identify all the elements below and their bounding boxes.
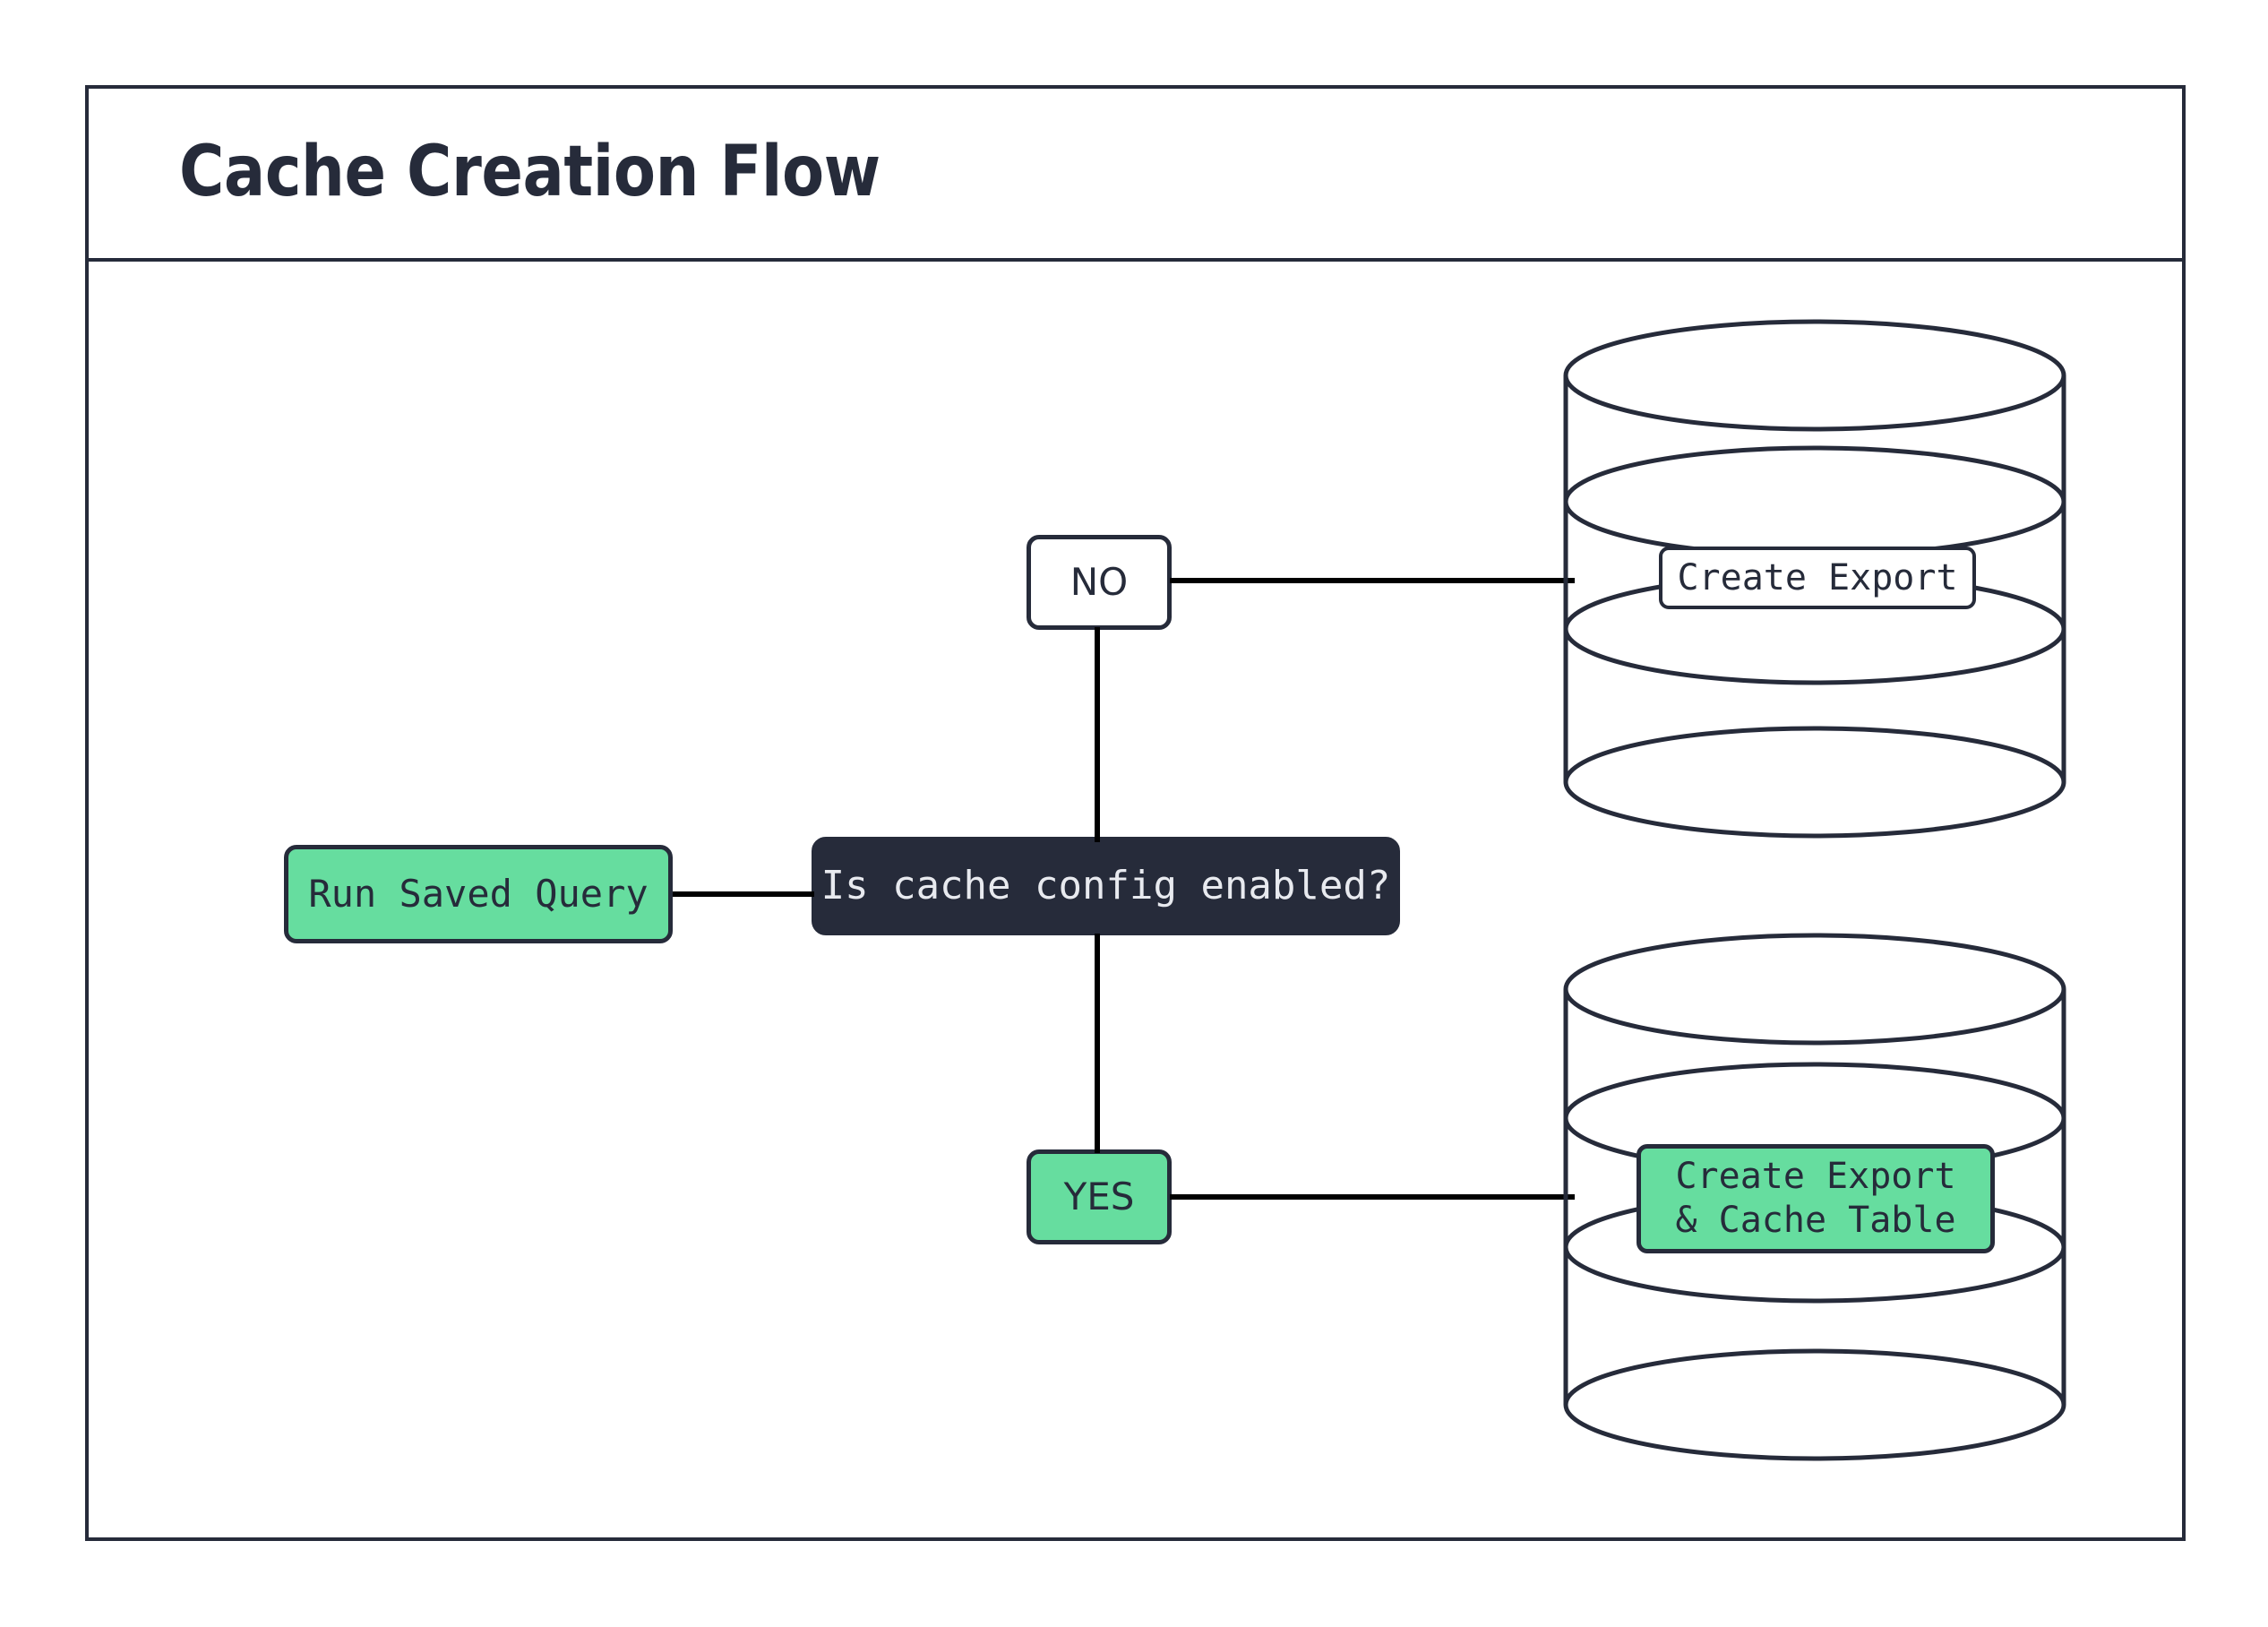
node-create-export[interactable]: Create Export bbox=[1659, 547, 1976, 609]
diagram-frame bbox=[85, 85, 2186, 1541]
edge-label-no[interactable]: NO bbox=[1027, 535, 1172, 630]
node-decision-label: Is cache config enabled? bbox=[820, 863, 1391, 909]
node-run-saved-query-label: Run Saved Query bbox=[308, 872, 649, 917]
page-title: Cache Creation Flow bbox=[179, 131, 881, 212]
diagram-header: Cache Creation Flow bbox=[85, 85, 2186, 262]
connector-decision-to-no bbox=[1095, 627, 1100, 842]
connector-decision-to-yes bbox=[1095, 934, 1100, 1153]
edge-label-yes-text: YES bbox=[1063, 1175, 1135, 1218]
node-create-export-label: Create Export bbox=[1677, 556, 1958, 598]
node-run-saved-query[interactable]: Run Saved Query bbox=[284, 845, 673, 943]
node-create-export-and-cache-table-label: Create Export & Cache Table bbox=[1675, 1156, 1956, 1241]
connector-no-to-database bbox=[1170, 578, 1575, 583]
edge-label-yes[interactable]: YES bbox=[1027, 1149, 1172, 1244]
connector-query-to-decision bbox=[673, 891, 814, 897]
node-create-export-and-cache-table[interactable]: Create Export & Cache Table bbox=[1637, 1144, 1995, 1253]
connector-yes-to-database bbox=[1170, 1194, 1575, 1200]
edge-label-no-text: NO bbox=[1070, 560, 1129, 604]
node-is-cache-config-enabled[interactable]: Is cache config enabled? bbox=[812, 837, 1400, 935]
database-cylinder-create-export-cache bbox=[1562, 932, 2067, 1462]
database-icon bbox=[1563, 933, 2066, 1461]
